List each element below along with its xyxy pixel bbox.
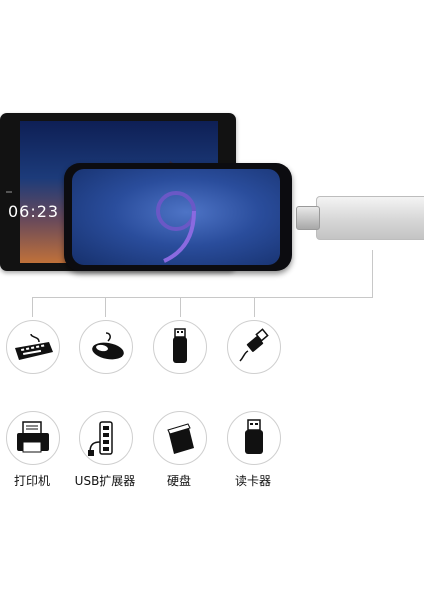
connector-line-vertical (372, 250, 373, 298)
label-usb-hub: USB扩展器 (74, 474, 136, 488)
connector-drop-4 (254, 297, 255, 317)
card-reader-icon (227, 411, 281, 465)
keyboard-icon (6, 320, 60, 374)
galaxy-nine-logo (156, 191, 196, 263)
usb-flash-drive-icon (153, 320, 207, 374)
phone-screen (72, 169, 280, 265)
usb-hub-icon (79, 411, 133, 465)
phone-device (64, 163, 292, 271)
usb-cable-icon (227, 320, 281, 374)
connector-drop-2 (105, 297, 106, 317)
mouse-icon (79, 320, 133, 374)
label-card-reader: 读卡器 (234, 474, 271, 488)
connector-drop-3 (180, 297, 181, 317)
usb-c-plug (296, 206, 320, 230)
connector-drop-1 (32, 297, 33, 317)
tablet-clock: 06:23 (8, 202, 60, 221)
label-hard-drive: 硬盘 (166, 474, 191, 488)
connector-line-horizontal (32, 297, 373, 298)
hard-drive-icon (153, 411, 207, 465)
tablet-camera (6, 191, 12, 193)
usb-otg-adapter (316, 196, 424, 240)
label-printer: 打印机 (13, 474, 50, 488)
printer-icon (6, 411, 60, 465)
